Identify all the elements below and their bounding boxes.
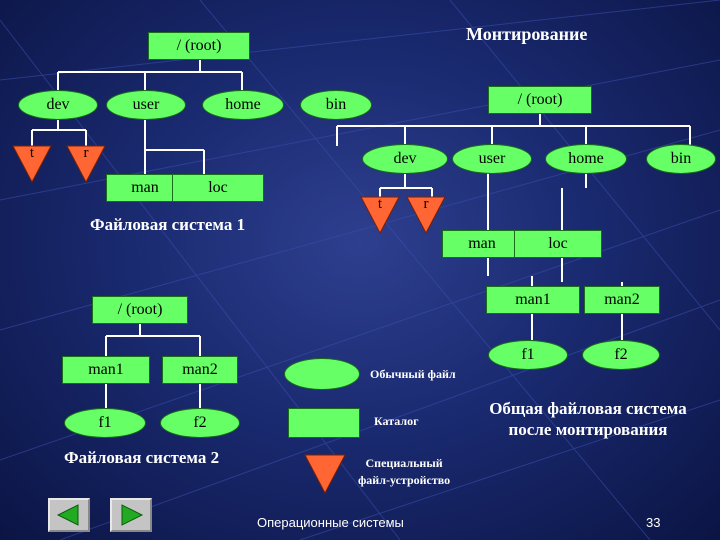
- prev-slide-button[interactable]: [48, 498, 90, 532]
- fs1-man-node: man: [106, 174, 184, 202]
- fs1-r-device-triangle: [66, 145, 106, 183]
- merged-r-device-triangle: [406, 196, 446, 234]
- fs2-man1-node: man1: [62, 356, 150, 384]
- merged-user-node: user: [452, 144, 532, 174]
- slide-title: Монтирование: [466, 24, 588, 44]
- fs2-f1-node: f1: [64, 408, 146, 438]
- fs1-t-label: t: [29, 145, 35, 161]
- legend-dir-label: Каталог: [374, 414, 419, 428]
- footer-course: Операционные системы: [257, 515, 404, 530]
- fs2-man2-node: man2: [162, 356, 238, 384]
- merged-man1-node: man1: [486, 286, 580, 314]
- legend-dir-box: [288, 408, 360, 438]
- merged-bin-node: bin: [646, 144, 716, 174]
- fs2-root-node: / (root): [92, 296, 188, 324]
- fs2-f2-node: f2: [160, 408, 240, 438]
- merged-root-node: / (root): [488, 86, 592, 114]
- fs1-home-node: home: [202, 90, 284, 120]
- merged-t-device-triangle: [360, 196, 400, 234]
- fs2-caption: Файловая система 2: [64, 448, 220, 467]
- bin-node: bin: [300, 90, 372, 120]
- next-slide-button[interactable]: [110, 498, 152, 532]
- page-number: 33: [646, 515, 661, 530]
- merged-man2-node: man2: [584, 286, 660, 314]
- fs1-t-device-triangle: [12, 145, 52, 183]
- merged-dev-node: dev: [362, 144, 448, 174]
- merged-f2-node: f2: [582, 340, 660, 370]
- merged-loc-node: loc: [514, 230, 602, 258]
- legend-special-line1: Специальный: [365, 456, 443, 470]
- merged-r-label: r: [423, 196, 429, 212]
- triangle-right-icon: [121, 504, 144, 526]
- legend-special-triangle: [304, 454, 346, 494]
- fs1-loc-node: loc: [172, 174, 264, 202]
- legend-special-line2: файл-устройство: [358, 473, 451, 487]
- merged-caption: Общая файловая система после монтировани…: [470, 398, 706, 440]
- merged-caption-line1: Общая файловая система: [489, 399, 687, 418]
- triangle-left-icon: [56, 504, 79, 526]
- merged-f1-node: f1: [488, 340, 568, 370]
- legend-file-ellipse: [284, 358, 360, 390]
- fs1-r-label: r: [83, 145, 89, 161]
- fs1-user-node: user: [106, 90, 186, 120]
- legend-special-label: Специальный файл-устройство: [358, 455, 450, 489]
- fs1-root-node: / (root): [148, 32, 250, 60]
- fs1-dev-node: dev: [18, 90, 98, 120]
- merged-home-node: home: [545, 144, 627, 174]
- merged-t-label: t: [377, 196, 383, 212]
- merged-caption-line2: после монтирования: [508, 420, 668, 439]
- legend-file-label: Обычный файл: [370, 367, 456, 381]
- merged-man-node: man: [442, 230, 522, 258]
- fs1-caption: Файловая система 1: [90, 215, 246, 234]
